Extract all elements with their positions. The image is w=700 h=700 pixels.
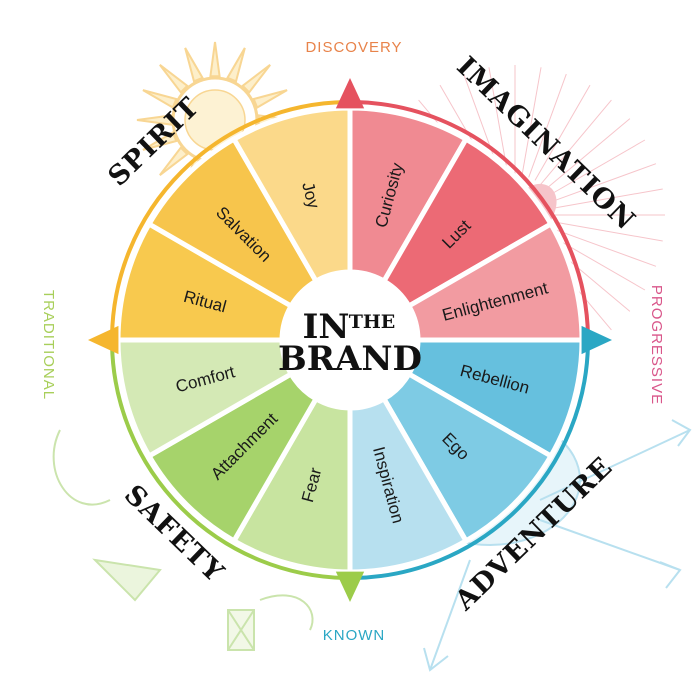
anchor-hourglass-illustration: [52, 429, 314, 651]
center-circle: [282, 272, 418, 408]
sun-ray: [159, 64, 189, 94]
burst-line: [534, 84, 591, 181]
burst-line: [552, 163, 657, 202]
sun-ray: [226, 47, 246, 83]
ring-arc-spirit: [110, 100, 346, 336]
burst-line: [554, 221, 663, 242]
arrow-top: [335, 78, 365, 109]
sun-ray: [252, 89, 288, 109]
arrow-left: [88, 325, 119, 355]
burst-line: [545, 118, 631, 190]
sun-ray: [159, 146, 189, 176]
arrow-right: [581, 325, 612, 355]
axis-arrows: [88, 78, 612, 602]
center-the: THE: [349, 311, 396, 333]
arrow-bottom: [335, 571, 365, 602]
burst-line: [528, 73, 567, 178]
burst-line: [552, 228, 657, 267]
sun-ray: [142, 131, 178, 151]
axis-label-known: KNOWN: [323, 627, 386, 644]
burst-line: [549, 139, 646, 196]
outer-ring: [110, 100, 590, 580]
center-in: IN: [303, 307, 350, 347]
sun-ray: [136, 114, 173, 126]
burst-line: [554, 188, 663, 209]
sun-ray: [241, 64, 271, 94]
axis-label-traditional: TRADITIONAL: [40, 290, 57, 400]
sun-ray: [184, 47, 204, 83]
burst-line: [521, 67, 542, 176]
ring-arc-safety: [110, 344, 346, 580]
burst-line: [540, 99, 612, 185]
axis-label-progressive: PROGRESSIVE: [648, 285, 665, 405]
sun-ray: [209, 41, 221, 78]
ring-arc-adventure: [354, 344, 590, 580]
sun-ray: [142, 89, 178, 109]
center-brand: BRAND: [278, 339, 422, 379]
ring-arc-imagination: [354, 100, 590, 336]
burst-line: [549, 234, 646, 291]
axis-label-discovery: DISCOVERY: [305, 39, 402, 56]
